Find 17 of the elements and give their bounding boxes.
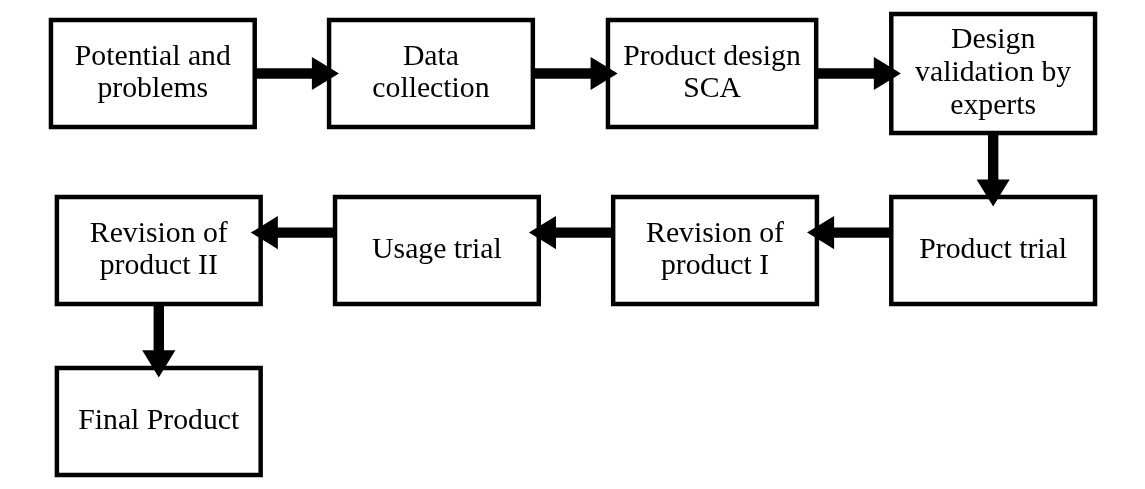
node-box: Product trial [888,194,1097,307]
arrow [250,216,335,250]
node-box: Final Product [54,365,263,478]
node-box: Design validation by experts [888,11,1097,136]
arrow [528,216,613,250]
node-box: Revision of product I [610,194,819,307]
node-box: Data collection [326,17,535,130]
arrow [976,133,1010,207]
arrow [815,56,901,91]
arrow [532,56,618,91]
node-box: Potential and problems [48,17,257,130]
arrow [254,56,339,91]
node-box: Revision of product II [54,194,263,307]
arrow [806,216,891,250]
node-box: Usage trial [332,194,541,307]
arrow [141,304,175,378]
node-box: Product design SCA [605,17,818,130]
